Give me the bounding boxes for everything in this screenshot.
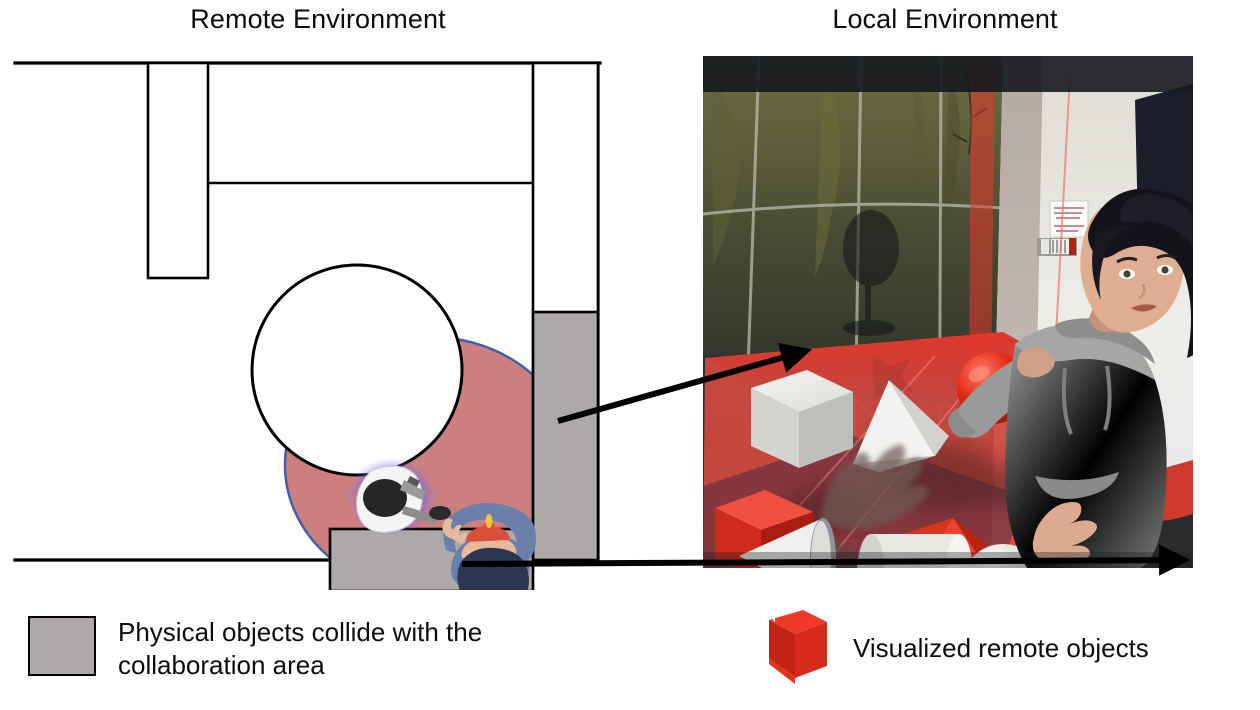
legend-physical-objects-label: Physical objects collide with the collab… [118, 617, 483, 680]
red-cube-swatch-icon [769, 610, 827, 684]
upper-room-divider [208, 63, 535, 185]
white-cone [739, 518, 836, 568]
legend-visualized-objects-label: Visualized remote objects [853, 633, 1149, 663]
local-environment-title: Local Environment [832, 4, 1058, 34]
local-environment-photo [703, 56, 1193, 568]
remote-user-person [442, 502, 536, 590]
wall-poster [1049, 200, 1089, 238]
left-alcove-partition [146, 61, 210, 280]
avatar [948, 188, 1193, 568]
round-table [250, 263, 464, 477]
wall-plaque [1037, 238, 1077, 256]
avatar-hand [1032, 502, 1097, 564]
laser-line [1054, 73, 1071, 357]
remote-environment-title: Remote Environment [190, 4, 446, 34]
gray-square-swatch-icon [28, 616, 96, 676]
robot-agent [346, 457, 451, 537]
legend-physical-objects: Physical objects collide with the collab… [28, 612, 628, 682]
remote-environment-floorplan [0, 50, 640, 590]
physical-object-right-block [531, 310, 600, 562]
legend-visualized-objects: Visualized remote objects [745, 610, 1245, 686]
